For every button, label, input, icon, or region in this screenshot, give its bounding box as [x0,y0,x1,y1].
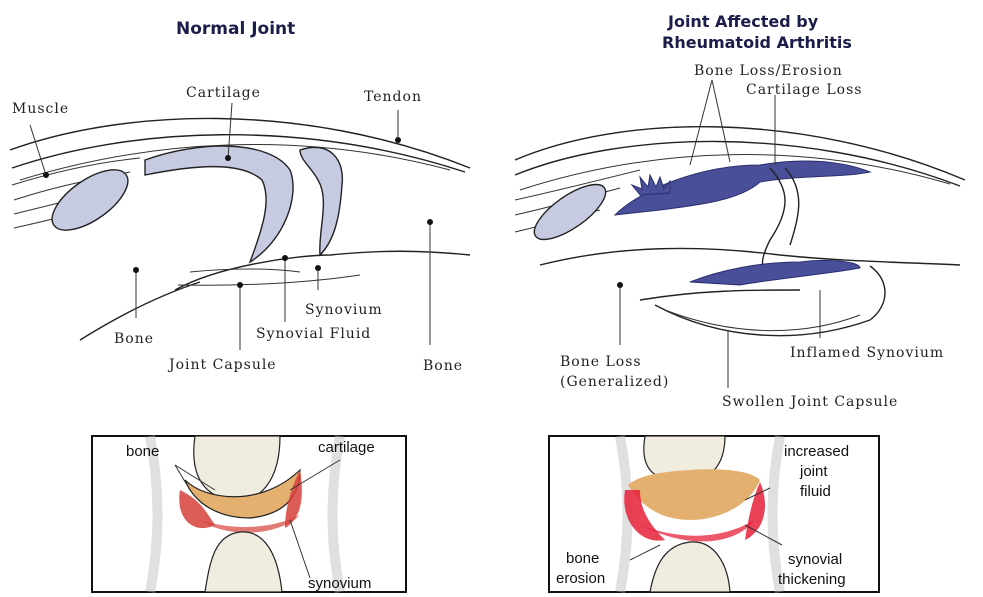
label-synovial-1: synovial [788,551,842,568]
label-synovium: Synovium [305,302,383,318]
label-synovial-fluid: Synovial Fluid [256,326,371,342]
muscle-shape [42,158,137,241]
label-synovial-2: thickening [778,571,846,588]
label-tendon: Tendon [364,89,422,105]
normal-joint-title: Normal Joint [176,19,295,39]
label-swollen-joint-capsule: Swollen Joint Capsule [722,394,898,410]
ra-joint-title-line1: Joint Affected by [667,12,819,31]
label-bone-left: Bone [114,331,154,347]
erosion-lower [690,260,860,285]
normal-joint-illustration [10,103,470,350]
label-increased-2: joint [799,463,828,480]
label-bottom-bone: bone [126,443,159,460]
label-joint-capsule: Joint Capsule [167,357,277,373]
label-cartilage-loss: Cartilage Loss [746,82,862,98]
label-increased-3: filuid [800,483,831,500]
label-inflamed-synovium: Inflamed Synovium [790,345,944,361]
ra-joint-illustration [515,80,965,388]
label-bottom-synovium: synovium [308,575,371,592]
label-bottom-cartilage: cartilage [318,439,375,456]
label-bone-right: Bone [423,358,463,374]
ra-joint-title-line2: Rheumatoid Arthritis [662,33,852,52]
label-bone-loss-2: (Generalized) [560,374,669,390]
label-cartilage: Cartilage [186,85,261,101]
label-muscle: Muscle [12,101,69,117]
label-increased-1: increased [784,443,849,460]
label-bone-erosion-1: bone [566,550,599,567]
label-bone-erosion-2: erosion [556,570,605,587]
label-bone-loss-erosion: Bone Loss/Erosion [694,63,843,79]
label-bone-loss-1: Bone Loss [560,354,642,370]
